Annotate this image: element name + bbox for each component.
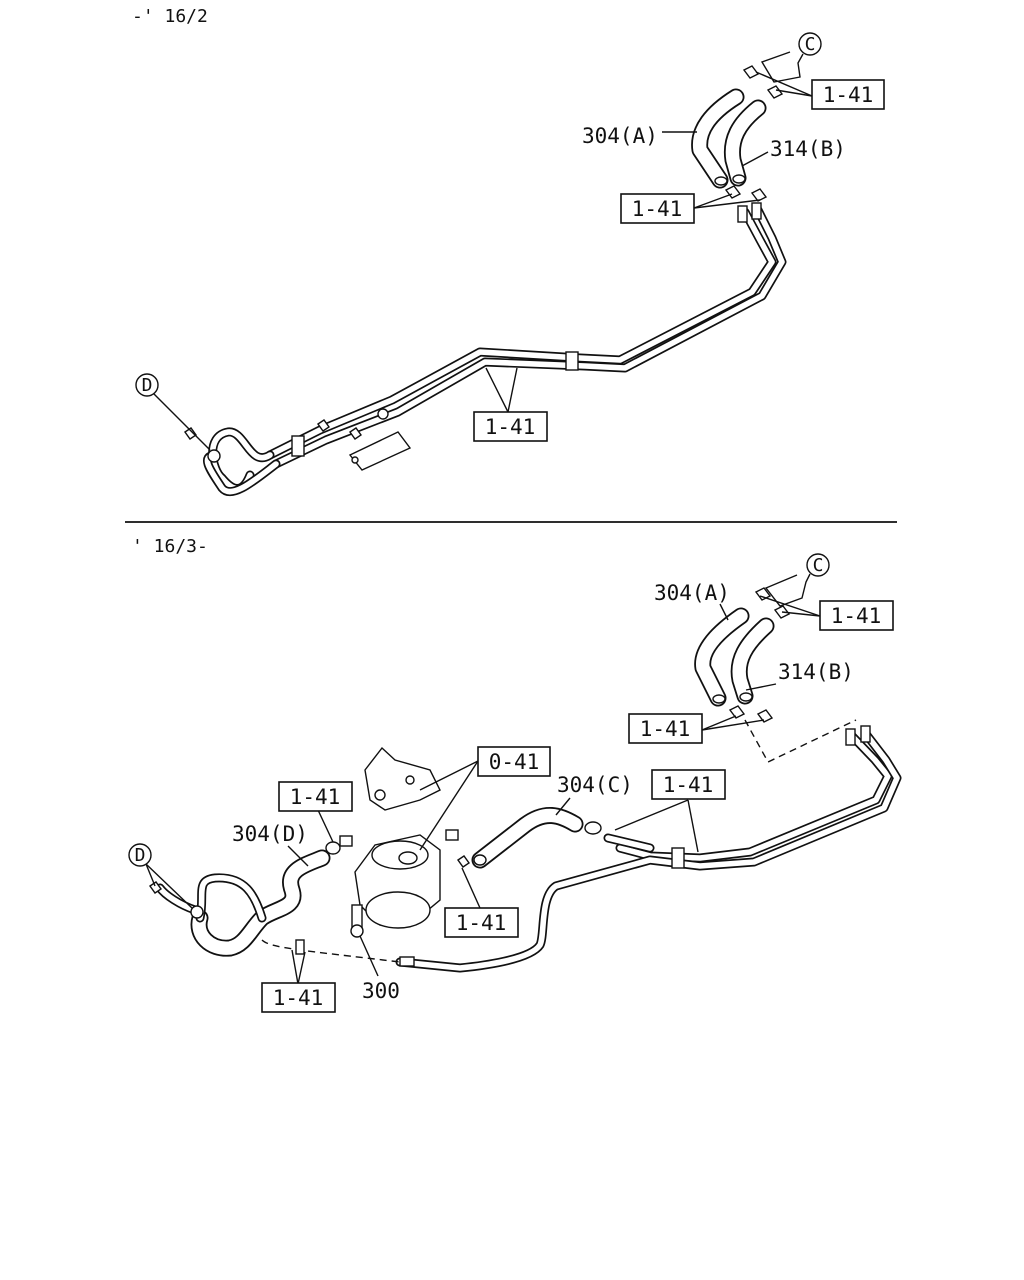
- top-callout-d-label: D: [142, 375, 153, 396]
- bottom-clips: [149, 587, 791, 894]
- bottom-callout-c-circle: [806, 553, 830, 577]
- bottom-pipe-clamp: [671, 847, 685, 869]
- bottom-ref-box-1-41-bottom-left: [261, 982, 336, 1013]
- top-pipe-nipple-b: [751, 202, 762, 220]
- bottom-hoses-top: [694, 607, 775, 707]
- bottom-pipe-nipple-b: [860, 725, 871, 743]
- top-hoses: [691, 88, 767, 189]
- bottom-ref-box-1-41-center: [651, 769, 726, 800]
- bottom-ref-box-1-41-left: [278, 781, 353, 812]
- top-bracket-bolt: [377, 408, 389, 420]
- top-pipe-clamp: [565, 351, 579, 371]
- top-section: -' 16/2: [132, 6, 885, 497]
- top-pipe-clamp-left: [291, 435, 305, 457]
- bottom-callout-c-label: C: [813, 555, 824, 576]
- top-ref-box-1-41-bottom-label: 1-41: [485, 415, 536, 439]
- bottom-ref-box-0-41-label: 0-41: [489, 750, 540, 774]
- bottom-pipe-nipple-a: [845, 728, 856, 746]
- bottom-callout-d-circle: [128, 843, 152, 867]
- top-callout-c-label: C: [805, 34, 816, 55]
- top-section-header: -' 16/2: [132, 6, 208, 27]
- bottom-ref-box-1-41-filter: [444, 907, 519, 938]
- bottom-ref-box-1-41-top-label: 1-41: [831, 604, 882, 628]
- bottom-section: ' 16/3-: [128, 536, 902, 1013]
- bottom-ref-box-1-41-filter-label: 1-41: [456, 911, 507, 935]
- bottom-hose-304d: [155, 849, 331, 957]
- bottom-part-label-304c: 304(C): [557, 773, 633, 797]
- fuel-filter-assembly: [339, 746, 459, 938]
- bottom-pipe-end: [399, 956, 415, 967]
- top-callout-c-circle: [798, 32, 822, 56]
- top-part-label-304a: 304(A): [582, 124, 658, 148]
- bottom-part-label-304a: 304(A): [654, 581, 730, 605]
- bottom-pipe-run: [395, 725, 902, 973]
- top-pipe-nipple-a: [737, 205, 748, 223]
- bottom-section-header: ' 16/3-: [132, 536, 208, 557]
- bottom-callout-d-label: D: [135, 845, 146, 866]
- top-ref-box-1-41-mid-label: 1-41: [632, 197, 683, 221]
- bottom-part-label-304d: 304(D): [232, 822, 308, 846]
- bottom-ref-box-1-41-upper-mid-label: 1-41: [640, 717, 691, 741]
- top-ref-box-1-41-top-label: 1-41: [823, 83, 874, 107]
- bottom-ref-box-1-41-center-label: 1-41: [663, 773, 714, 797]
- bottom-ref-box-1-41-top: [819, 600, 894, 631]
- top-ref-box-1-41-top: [811, 79, 885, 110]
- top-callout-d-circle: [135, 373, 159, 397]
- bottom-part-label-300: 300: [362, 979, 400, 1003]
- bottom-ref-box-1-41-bottom-left-label: 1-41: [273, 986, 324, 1010]
- top-ref-box-1-41-bottom: [473, 411, 548, 442]
- top-clips: [184, 65, 784, 440]
- bottom-part-label-314b: 314(B): [778, 660, 854, 684]
- top-pipe-end-fitting: [207, 449, 221, 463]
- filter-bracket: [364, 746, 441, 811]
- top-ref-box-1-41-mid: [620, 193, 695, 224]
- bottom-ref-box-1-41-left-label: 1-41: [290, 785, 341, 809]
- bottom-ref-box-1-41-upper-mid: [628, 713, 703, 744]
- top-part-label-314b: 314(B): [770, 137, 846, 161]
- top-pipe-bracket: [348, 431, 412, 471]
- bottom-ref-box-0-41: [477, 746, 551, 777]
- top-pipe-run: [203, 202, 787, 497]
